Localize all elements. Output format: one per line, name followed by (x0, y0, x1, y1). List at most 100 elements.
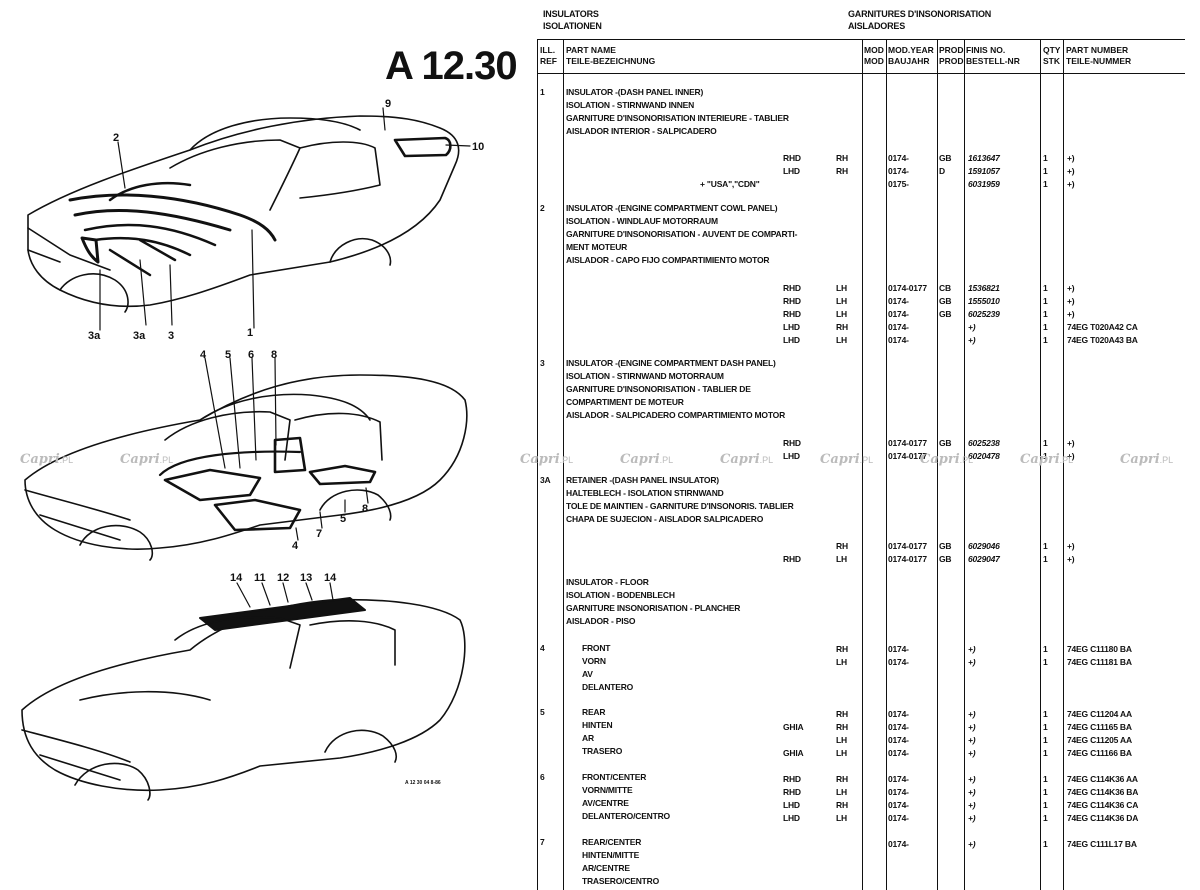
callout-14-left: 14 (230, 572, 243, 584)
cell-qty: 1 (1043, 800, 1048, 810)
cell-year: 0174- (888, 335, 909, 345)
cell-mod: RHD (783, 554, 801, 564)
cell-mod: RHD (783, 153, 801, 163)
ill-ref: 6 (540, 772, 545, 782)
page-code: A 12.30 (385, 44, 518, 88)
cell-finis: 1555010 (968, 296, 1000, 306)
column-header-qty: QTY STK (1043, 45, 1061, 66)
part-name-line: FRONT/CENTER (582, 772, 647, 782)
cell-part: +) (1067, 179, 1075, 189)
title-german: ISOLATIONEN (543, 21, 602, 31)
part-name-line: REAR/CENTER (582, 837, 642, 847)
cell-year: 0174-0177 (888, 541, 927, 551)
cell-prod: GB (939, 153, 952, 163)
cell-year: 0174- (888, 748, 909, 758)
cell-part: 74EG C114K36 DA (1067, 813, 1139, 823)
cell-finis: +) (968, 335, 976, 345)
title-french: GARNITURES D'INSONORISATION (848, 9, 992, 19)
part-name-line: INSULATOR -(DASH PANEL INNER) (566, 87, 704, 97)
part-name-line: RETAINER -(DASH PANEL INSULATOR) (566, 475, 719, 485)
column-header-part-name: PART NAME TEILE-BEZEICHNUNG (566, 45, 656, 66)
cell-year: 0174- (888, 296, 909, 306)
callout-8-top: 8 (271, 349, 277, 361)
cell-side: RH (836, 322, 848, 332)
cell-finis: 6031959 (968, 179, 1000, 189)
ill-ref: 4 (540, 643, 545, 653)
part-name-line: GARNITURE D'INSONORISATION INTERIEURE - … (566, 113, 789, 123)
cell-qty: 1 (1043, 787, 1048, 797)
cell-part: 74EG C114K36 CA (1067, 800, 1139, 810)
cell-part: 74EG C111L17 BA (1067, 839, 1137, 849)
ill-ref: 3 (540, 358, 545, 368)
callout-7: 7 (316, 528, 322, 540)
cell-finis: 6029047 (968, 554, 1000, 564)
callout-12: 12 (277, 572, 289, 584)
part-name-line: TOLE DE MAINTIEN - GARNITURE D'INSONORIS… (566, 501, 794, 511)
cell-finis: +) (968, 813, 976, 823)
ill-ref: 7 (540, 837, 545, 847)
watermark: Capri.PL (920, 452, 974, 467)
cell-part: +) (1067, 283, 1075, 293)
cell-year: 0174- (888, 166, 909, 176)
part-name-line: MENT MOTEUR (566, 242, 628, 252)
cell-side: RH (836, 166, 848, 176)
cell-mod: LHD (783, 451, 800, 461)
part-name-line: AISLADOR INTERIOR - SALPICADERO (566, 126, 717, 136)
cell-qty: 1 (1043, 722, 1048, 732)
cell-year: 0174-0177 (888, 451, 927, 461)
cell-finis: 1591057 (968, 166, 1000, 176)
cell-mod: LHD (783, 166, 800, 176)
cell-prod: CB (939, 283, 951, 293)
cell-side: RH (836, 709, 848, 719)
cell-mod: RHD (783, 309, 801, 319)
part-name-line: ISOLATION - STIRNWAND INNEN (566, 100, 695, 110)
callout-4-top: 4 (200, 349, 207, 361)
cell-mod: RHD (783, 787, 801, 797)
cell-mod: LHD (783, 813, 800, 823)
cell-finis: 1613647 (968, 153, 1000, 163)
cell-prod: GB (939, 541, 952, 551)
cell-qty: 1 (1043, 438, 1048, 448)
part-name-line: CHAPA DE SUJECION - AISLADOR SALPICADERO (566, 514, 764, 524)
part-name-line: TRASERO/CENTRO (582, 876, 660, 886)
cell-qty: 1 (1043, 735, 1048, 745)
figure-reference: A 12 30 04 8-86 (405, 780, 441, 786)
cell-side: LH (836, 554, 847, 564)
callout-4-bottom: 4 (292, 540, 299, 552)
cell-finis: +) (968, 322, 976, 332)
car-illustration-2 (24, 357, 468, 561)
cell-year: 0174- (888, 153, 909, 163)
callout-11: 11 (254, 572, 266, 584)
cell-part: 74EG C11204 AA (1067, 709, 1132, 719)
cell-part: +) (1067, 541, 1075, 551)
cell-part: 74EG T020A43 BA (1067, 335, 1138, 345)
cell-part: +) (1067, 451, 1075, 461)
cell-qty: 1 (1043, 813, 1048, 823)
part-name-line: ISOLATION - BODENBLECH (566, 590, 675, 600)
cell-qty: 1 (1043, 283, 1048, 293)
cell-year: 0174- (888, 787, 909, 797)
cell-part: 74EG T020A42 CA (1067, 322, 1138, 332)
cell-year: 0174- (888, 644, 909, 654)
cell-part: 74EG C114K36 AA (1067, 774, 1138, 784)
cell-finis: +) (968, 800, 976, 810)
part-name-line: FRONT (582, 643, 611, 653)
cell-mod: RHD (783, 296, 801, 306)
part-name-line: COMPARTIMENT DE MOTEUR (566, 397, 684, 407)
cell-year: 0174-0177 (888, 554, 927, 564)
cell-qty: 1 (1043, 451, 1048, 461)
callout-2: 2 (113, 132, 119, 144)
cell-qty: 1 (1043, 153, 1048, 163)
callout-5-top: 5 (225, 349, 231, 361)
cell-part: 74EG C11181 BA (1067, 657, 1132, 667)
cell-mod: LHD (783, 335, 800, 345)
cell-finis: +) (968, 787, 976, 797)
column-header-mod-year: MOD.YEAR BAUJAHR (888, 45, 934, 66)
part-name-line: AISLADOR - SALPICADERO COMPARTIMIENTO MO… (566, 410, 786, 420)
cell-year: 0175- (888, 179, 909, 189)
callout-9: 9 (385, 98, 391, 110)
cell-qty: 1 (1043, 322, 1048, 332)
cell-qty: 1 (1043, 839, 1048, 849)
cell-part: +) (1067, 153, 1075, 163)
part-name-line: AISLADOR - CAPO FIJO COMPARTIMIENTO MOTO… (566, 255, 770, 265)
